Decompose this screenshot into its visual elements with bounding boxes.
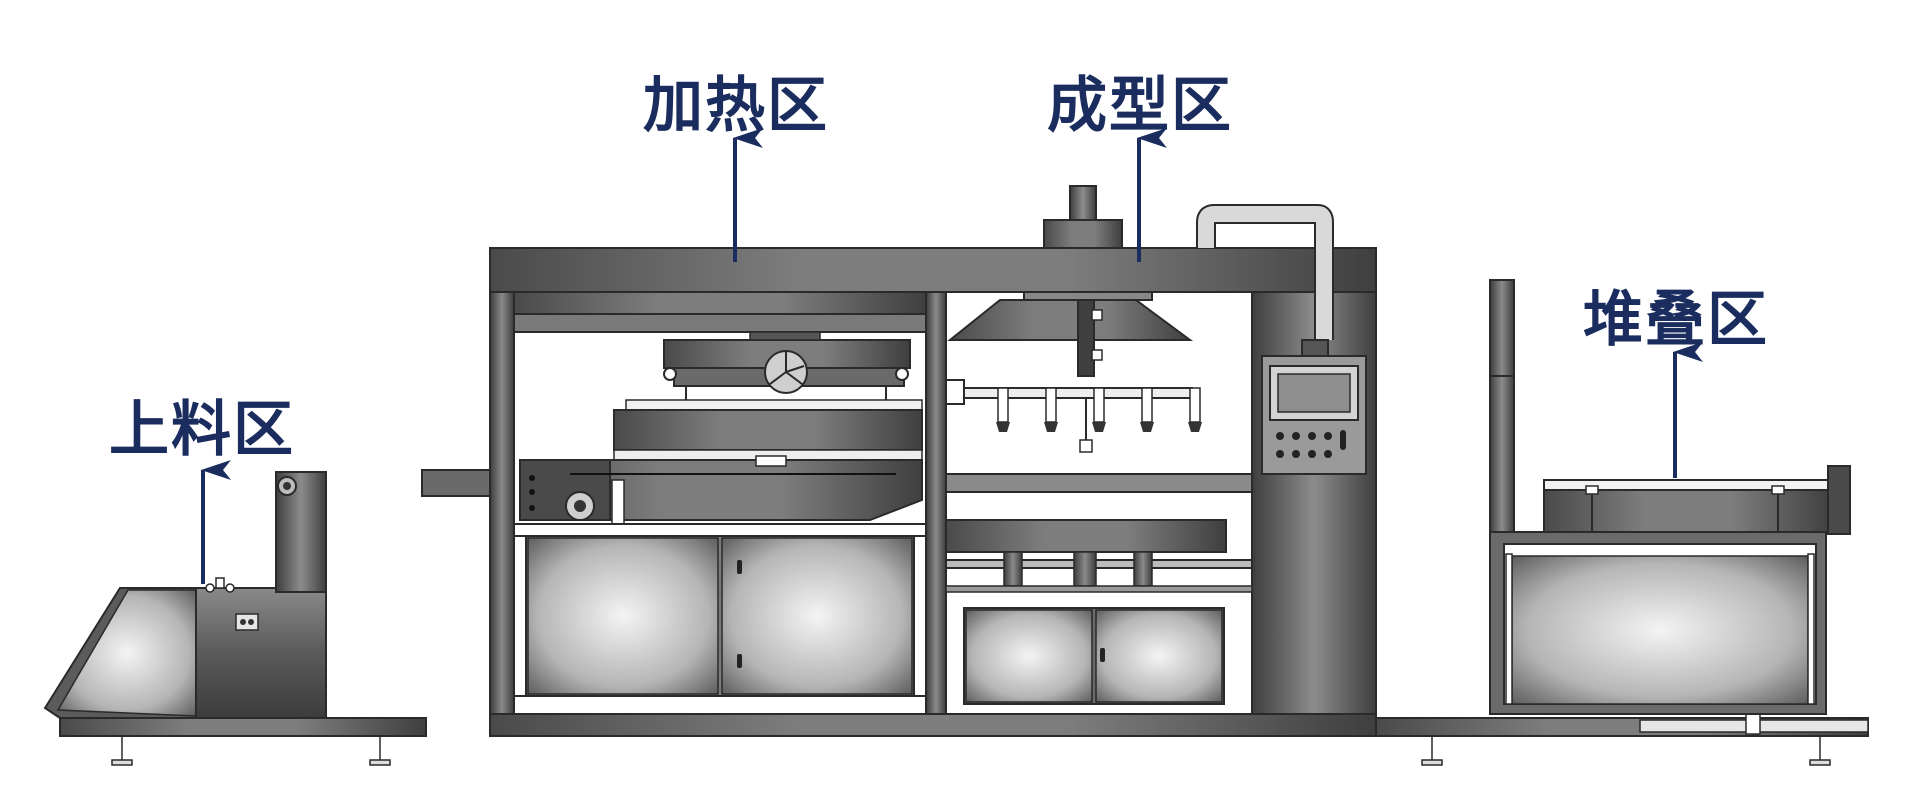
stacking-unit: [1375, 279, 1869, 766]
control-buttons: [1276, 430, 1346, 458]
fan-icon: [764, 350, 808, 394]
label-stacking-zone: 堆叠区: [1583, 285, 1769, 355]
control-panel: [1261, 355, 1367, 475]
air-duct: [1196, 204, 1334, 357]
label-forming-zone: 成型区: [1047, 71, 1233, 141]
leveling-foot: [369, 736, 391, 766]
leveling-foot: [1421, 736, 1443, 766]
zone-arrows: [201, 128, 1703, 584]
label-feeding-zone: 上料区: [109, 395, 295, 465]
heating-unit: [513, 291, 927, 715]
forming-unit: [945, 185, 1253, 705]
leveling-foot: [1809, 736, 1831, 766]
leveling-foot: [111, 736, 133, 766]
feeding-unit: [43, 471, 427, 766]
label-heating-zone: 加热区: [643, 71, 829, 141]
plug-assist-array: [996, 387, 1202, 432]
